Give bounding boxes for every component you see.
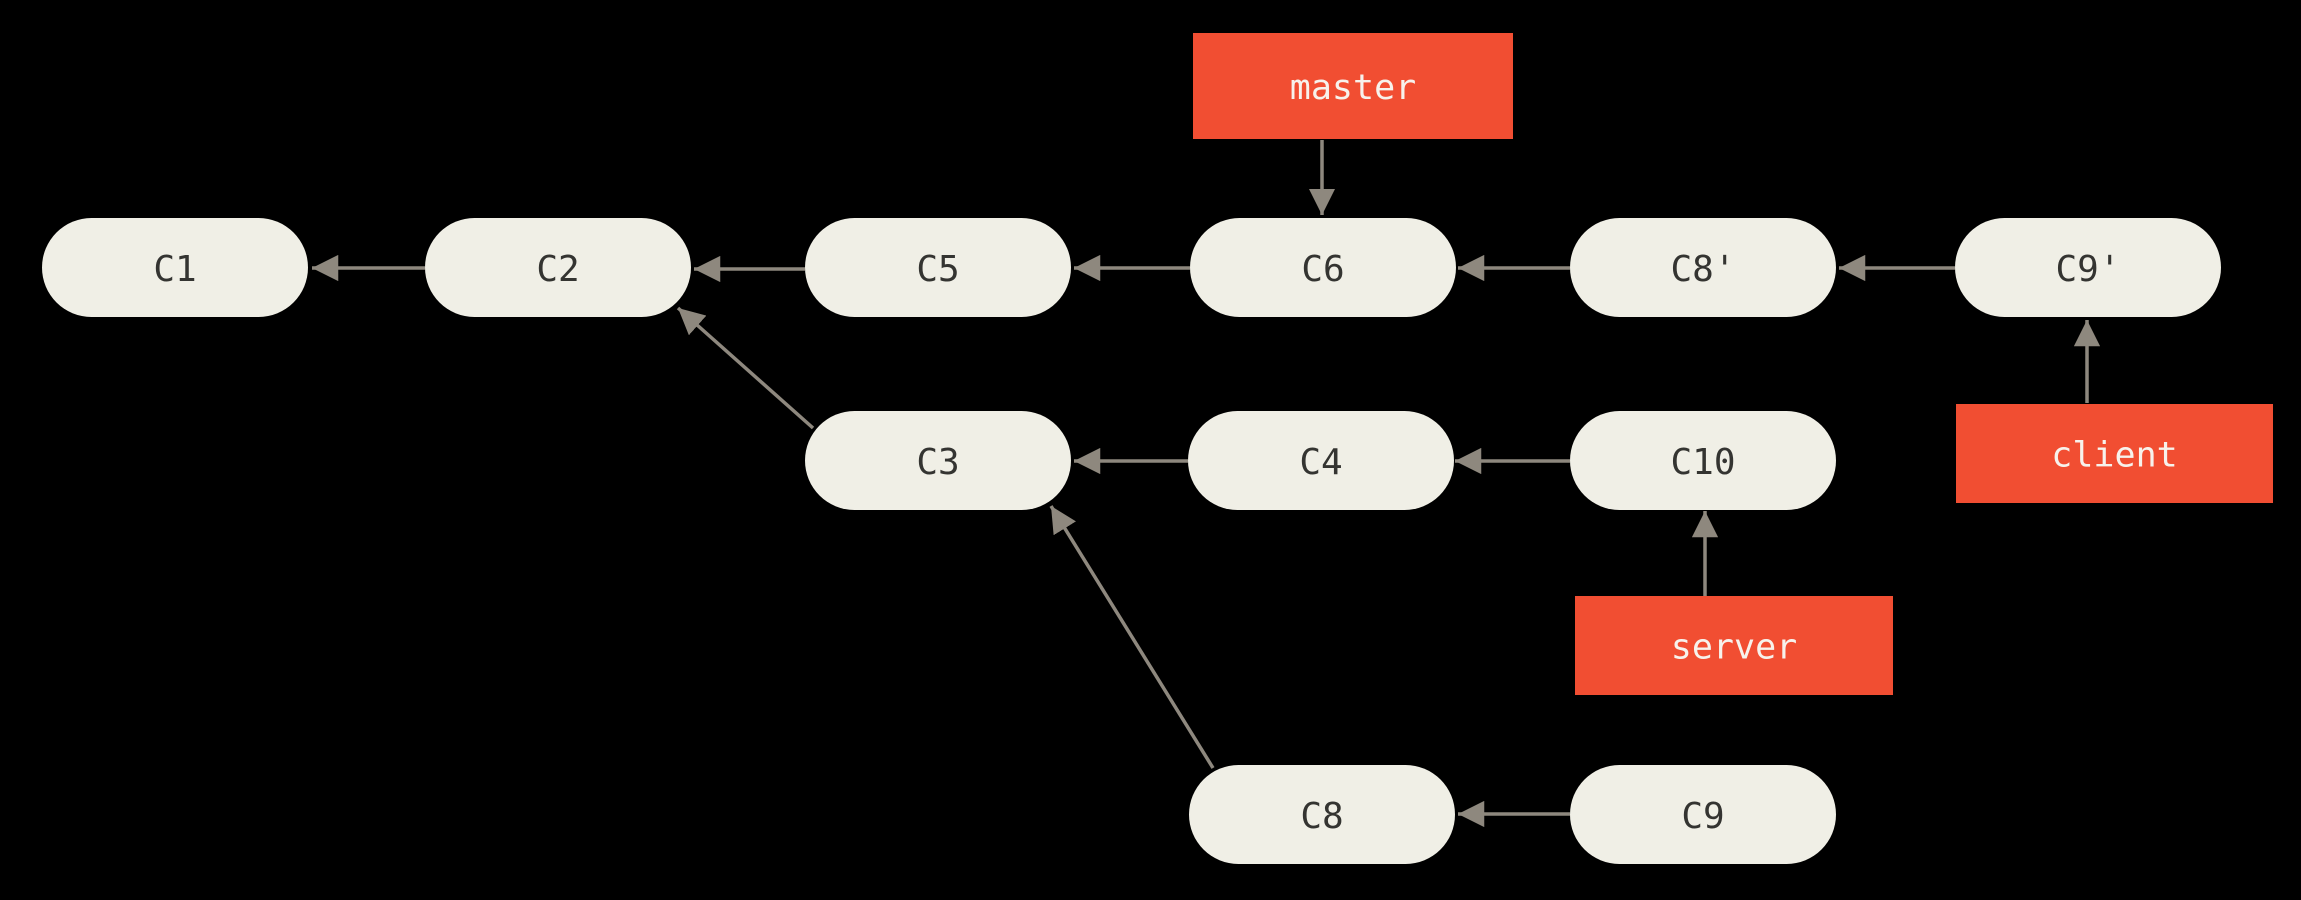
branch-ref-box <box>1193 33 1513 139</box>
commit-label: C8' <box>1670 249 1735 290</box>
commit-node-C8p: C8' <box>1570 218 1836 317</box>
branch-ref-client: client <box>1956 404 2273 503</box>
commit-pill <box>1570 218 1836 317</box>
commit-pill <box>1189 765 1455 864</box>
commit-node-C5: C5 <box>805 218 1071 317</box>
commit-pill <box>42 218 308 317</box>
commit-label: C6 <box>1301 249 1344 290</box>
branch-ref-box <box>1956 404 2273 503</box>
branch-ref-label: server <box>1671 628 1797 668</box>
commit-node-C4: C4 <box>1188 411 1454 510</box>
commit-label: C5 <box>916 249 959 290</box>
branch-ref-master: master <box>1193 33 1513 139</box>
commit-node-C9: C9 <box>1570 765 1836 864</box>
commit-pill <box>1188 411 1454 510</box>
commit-label: C9' <box>2055 249 2120 290</box>
commit-node-C3: C3 <box>805 411 1071 510</box>
commit-node-C6: C6 <box>1190 218 1456 317</box>
commit-pill <box>805 411 1071 510</box>
commit-label: C4 <box>1299 442 1342 483</box>
commit-pill <box>1570 411 1836 510</box>
branch-ref-label: master <box>1290 68 1416 108</box>
commit-label: C3 <box>916 442 959 483</box>
branch-ref-server: server <box>1575 596 1893 695</box>
commit-node-C2: C2 <box>425 218 691 317</box>
commit-node-C1: C1 <box>42 218 308 317</box>
commit-label: C1 <box>153 249 196 290</box>
branch-ref-box <box>1575 596 1893 695</box>
commit-pill <box>425 218 691 317</box>
commit-node-C10: C10 <box>1570 411 1836 510</box>
arrow-c3-to-c2 <box>676 306 815 430</box>
commit-pill <box>805 218 1071 317</box>
branch-ref-label: client <box>2051 436 2177 476</box>
commit-label: C9 <box>1681 796 1724 837</box>
arrow-c8-to-c3 <box>1049 505 1215 769</box>
commit-label: C10 <box>1670 442 1735 483</box>
commit-node-C9p: C9' <box>1955 218 2221 317</box>
commit-pill <box>1190 218 1456 317</box>
commit-label: C2 <box>536 249 579 290</box>
commit-label: C8 <box>1300 796 1343 837</box>
commit-pill <box>1955 218 2221 317</box>
commit-pill <box>1570 765 1836 864</box>
commit-node-C8: C8 <box>1189 765 1455 864</box>
